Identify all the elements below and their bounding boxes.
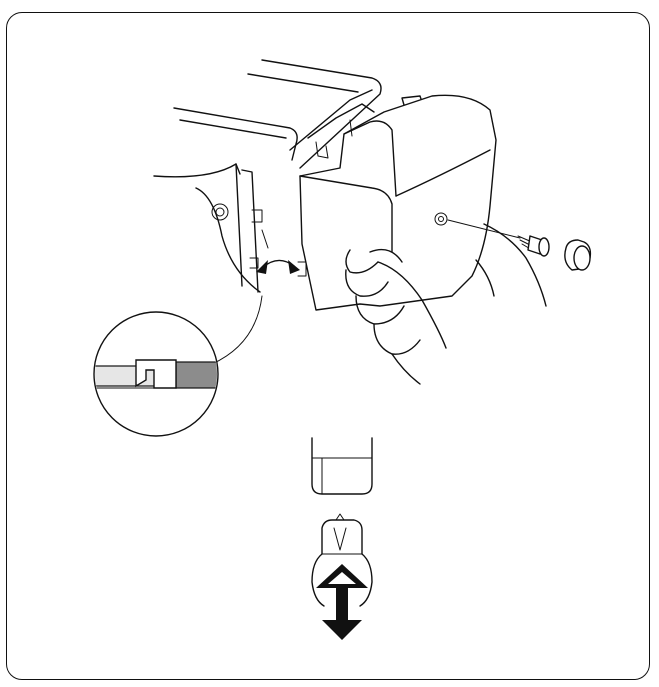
side-cover bbox=[299, 94, 497, 311]
screw bbox=[517, 235, 550, 257]
mounting-hole bbox=[211, 203, 229, 221]
screw-cap bbox=[564, 239, 592, 271]
clip-detail bbox=[311, 513, 373, 607]
hand bbox=[345, 248, 447, 385]
detail-leader-line bbox=[211, 295, 263, 365]
magnified-detail bbox=[93, 295, 263, 437]
machine-top-housing bbox=[173, 59, 382, 169]
machine-left-body bbox=[153, 163, 269, 293]
right-hand bbox=[475, 223, 547, 307]
up-down-arrow-icon bbox=[316, 564, 368, 640]
screw-guide-line bbox=[447, 219, 521, 239]
slot-detail bbox=[311, 437, 373, 495]
double-arrow-icon bbox=[256, 259, 300, 274]
cover-hook-tab bbox=[297, 261, 307, 277]
cover-screw-hole bbox=[434, 212, 448, 226]
